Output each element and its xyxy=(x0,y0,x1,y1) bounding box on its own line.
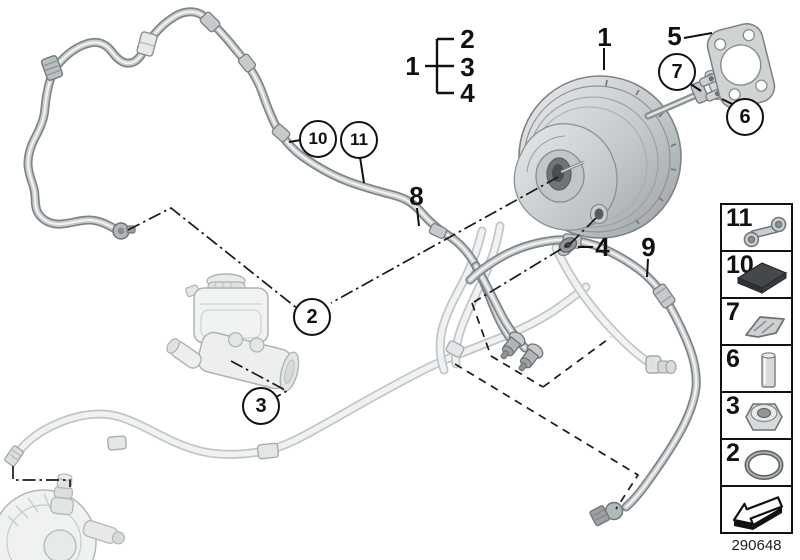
legend-label-2: 2 xyxy=(726,439,740,467)
legend-label-7: 7 xyxy=(726,298,740,326)
ghost-hoses xyxy=(4,226,677,467)
legend-item-6[interactable]: 6 xyxy=(720,344,793,393)
brake-booster xyxy=(513,69,725,239)
direction-arrow-icon xyxy=(732,496,783,530)
callout-group-child-2[interactable]: 2 xyxy=(460,24,475,54)
elbow-fitting xyxy=(645,355,677,375)
assembly-lines xyxy=(12,176,640,510)
vacuum-pump xyxy=(0,473,126,560)
callout-circle-7[interactable]: 7 xyxy=(658,53,696,91)
pipe-end-fitting xyxy=(112,222,136,240)
callout-circle-2[interactable]: 2 xyxy=(293,298,331,336)
master-cylinder xyxy=(166,273,300,392)
callout-circle-3[interactable]: 3 xyxy=(242,387,280,425)
callout-circle-6[interactable]: 6 xyxy=(726,98,764,136)
legend-item-2[interactable]: 2 xyxy=(720,438,793,487)
callout-hose-9[interactable]: 9 xyxy=(641,232,656,262)
adhesive-pad-icon xyxy=(736,262,788,294)
vacuum-pipe-8 xyxy=(28,11,544,372)
clevis-pin-icon xyxy=(761,352,776,388)
legend-direction-box[interactable] xyxy=(720,485,793,534)
legend-label-6: 6 xyxy=(726,345,740,373)
hose-end-fitting xyxy=(589,501,624,527)
callout-booster-1[interactable]: 1 xyxy=(597,22,612,52)
hex-nut-icon xyxy=(745,403,783,431)
callout-circle-11[interactable]: 11 xyxy=(340,121,378,159)
callout-grommet-4[interactable]: 4 xyxy=(595,232,610,262)
legend-item-10[interactable]: 10 xyxy=(720,250,793,299)
group-bracket xyxy=(425,37,454,95)
legend-item-3[interactable]: 3 xyxy=(720,391,793,440)
pipe-holder-icon xyxy=(743,216,787,248)
legend-label-11: 11 xyxy=(726,204,753,232)
legend-item-7[interactable]: 7 xyxy=(720,297,793,346)
legend-label-3: 3 xyxy=(726,392,740,420)
callout-group-1[interactable]: 1 xyxy=(405,51,420,81)
legend-item-11[interactable]: 11 xyxy=(720,203,793,252)
spring-clip-icon xyxy=(745,316,785,338)
o-ring-icon xyxy=(744,450,784,480)
diagram-number: 290648 xyxy=(731,537,782,554)
callout-group-child-3[interactable]: 3 xyxy=(460,52,475,82)
callout-circle-10[interactable]: 10 xyxy=(299,120,337,158)
callout-gasket-5[interactable]: 5 xyxy=(667,21,682,51)
vacuum-hose-9 xyxy=(470,233,696,527)
callout-group-child-4[interactable]: 4 xyxy=(460,78,475,108)
callout-pipe-8[interactable]: 8 xyxy=(409,181,424,211)
